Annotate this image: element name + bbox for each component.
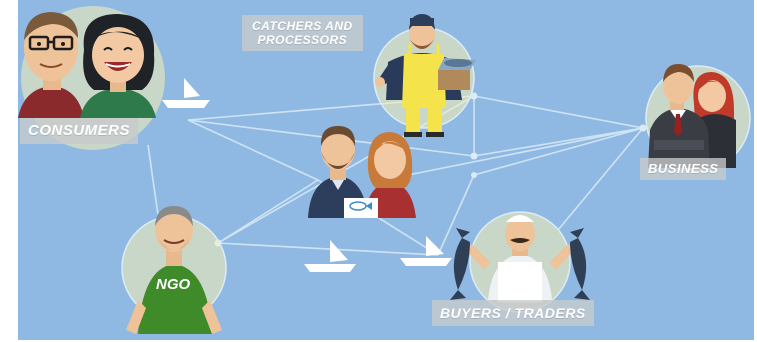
- boat-icon: [162, 78, 210, 108]
- consumers-illustration: [18, 6, 165, 150]
- boat-icon: [400, 236, 452, 266]
- catchers-label-line2: PROCESSORS: [257, 33, 348, 47]
- illustration-stage: CONSUMERS CATCHERS AND PROCESSORS BUSINE…: [18, 0, 754, 340]
- buyers-traders-label-text: BUYERS / TRADERS: [440, 305, 586, 321]
- catchers-label-line1: CATCHERS AND: [252, 19, 353, 33]
- catchers-processors-label: CATCHERS AND PROCESSORS: [242, 15, 363, 51]
- business-label-text: BUSINESS: [648, 161, 719, 176]
- business-label: BUSINESS: [640, 158, 727, 180]
- network-lines: [147, 95, 644, 256]
- consumers-label-text: CONSUMERS: [28, 122, 131, 139]
- network-illustration: [18, 6, 751, 334]
- boat-icon: [304, 240, 356, 272]
- buyers-traders-illustration: [450, 211, 590, 313]
- center-couple-illustration: [308, 126, 416, 218]
- catchers-processors-illustration: [373, 14, 476, 137]
- ngo-shirt-label: NGO: [156, 276, 191, 293]
- ngo-illustration: [121, 206, 227, 334]
- consumers-label: CONSUMERS: [20, 118, 139, 144]
- business-illustration: [645, 64, 751, 171]
- buyers-traders-label: BUYERS / TRADERS: [432, 300, 594, 326]
